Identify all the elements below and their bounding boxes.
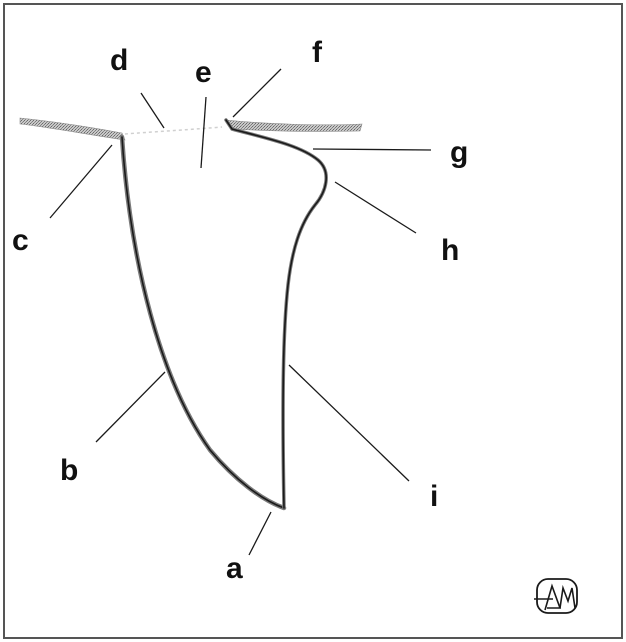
label-i: i [430,480,438,513]
label-g: g [450,136,468,169]
leader-h [335,182,416,233]
leader-c [50,145,112,218]
label-a: a [226,552,243,585]
leader-e [201,97,206,168]
right-surface [226,120,362,131]
cavity-wall-left-edge [122,137,284,508]
leader-a [249,512,271,555]
label-h: h [441,234,459,267]
margin-gap [125,127,222,134]
cavity-wall-right [226,120,326,508]
label-b: b [60,454,78,487]
leader-i [289,365,409,481]
cavity-wall-left [122,137,284,508]
label-e: e [195,56,212,89]
cavity-wall-right-edge [226,120,326,508]
label-c: c [12,224,29,257]
label-d: d [110,44,128,77]
leader-f [233,69,281,117]
leader-g [313,149,431,150]
leader-b [96,372,165,442]
left-surface [20,118,125,140]
leader-d [141,93,164,128]
adm-logo [534,579,577,613]
label-f: f [312,36,323,69]
figure-frame [4,4,622,638]
